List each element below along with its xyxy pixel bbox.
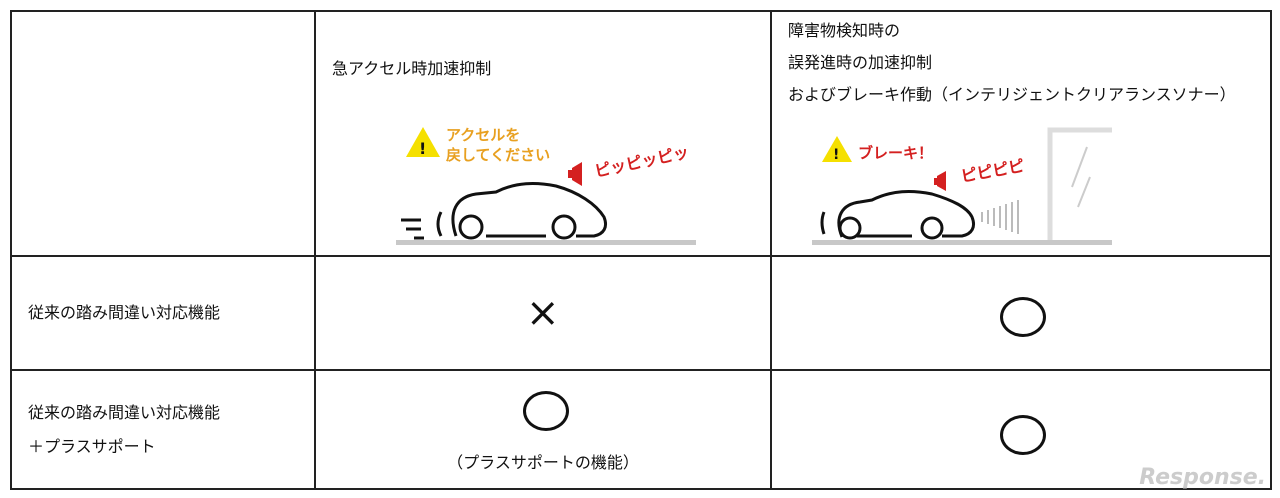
header-sudden-acceleration: 急アクセル時加速抑制 ! アクセルを 戻してください ピッピッピッ [314, 10, 772, 257]
sonar-waves-icon [981, 200, 1019, 234]
cell-conventional-obstacle [770, 255, 1272, 371]
warning-text-2: 戻してください [445, 146, 550, 164]
warning-icon: ! [822, 136, 852, 163]
header-title-line3: およびブレーキ作動（インテリジェントクリアランスソナー） [788, 85, 1236, 104]
row-label-conventional: 従来の踏み間違い対応機能 [10, 255, 316, 371]
cell-plus-support-obstacle [770, 369, 1272, 490]
row-label-text: 従来の踏み間違い対応機能 [28, 403, 221, 422]
brake-warning-illustration: ! ブレーキ！ ピピピピ [812, 127, 1112, 245]
warning-text: ブレーキ！ [858, 144, 933, 162]
svg-text:!: ! [833, 147, 839, 163]
speaker-icon [568, 162, 582, 186]
car-icon [820, 190, 976, 240]
sound-text: ピッピッピッ [593, 142, 691, 181]
warning-text-1: アクセルを [446, 126, 520, 144]
svg-text:!: ! [419, 139, 426, 158]
cell-plus-support-acceleration: （プラスサポートの機能） [314, 369, 772, 490]
road [812, 240, 1112, 245]
header-title: 急アクセル時加速抑制 [332, 59, 492, 78]
cross-mark: × [526, 290, 560, 336]
watermark: Response. [1139, 465, 1266, 490]
row-label-text: 従来の踏み間違い対応機能 [28, 303, 221, 322]
sound-text: ピピピピ [959, 156, 1025, 186]
speaker-icon [934, 171, 946, 191]
header-obstacle-detection: 障害物検知時の 誤発進時の加速抑制 およびブレーキ作動（インテリジェントクリアラ… [770, 10, 1272, 257]
road [396, 240, 696, 245]
warning-icon: ! [406, 127, 440, 158]
circle-mark [1000, 297, 1046, 337]
car-icon [401, 182, 608, 240]
header-title-line2: 誤発進時の加速抑制 [788, 53, 933, 72]
row-label-text-2: ＋プラスサポート [28, 437, 156, 456]
header-title-line1: 障害物検知時の [788, 21, 901, 40]
plus-support-caption: （プラスサポートの機能） [447, 453, 639, 472]
row-label-plus-support: 従来の踏み間違い対応機能 ＋プラスサポート [10, 369, 316, 490]
wall [1047, 127, 1112, 242]
cell-conventional-acceleration: × [314, 255, 772, 371]
accelerator-warning-illustration: ! アクセルを 戻してください ピッピッピッ [396, 126, 696, 245]
comparison-table: 急アクセル時加速抑制 ! アクセルを 戻してください ピッピッピッ 障害物検知時… [10, 10, 1272, 490]
circle-mark [523, 391, 569, 431]
circle-mark [1000, 415, 1046, 455]
header-empty-cell [10, 10, 316, 257]
